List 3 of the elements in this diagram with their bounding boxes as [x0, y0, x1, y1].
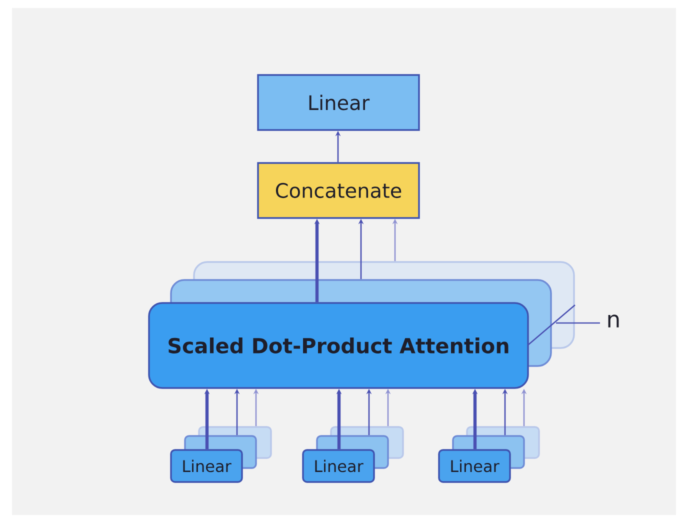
count-label: n [608, 314, 619, 328]
process-box: Linear [257, 74, 420, 131]
process-box: Concatenate [257, 162, 420, 219]
